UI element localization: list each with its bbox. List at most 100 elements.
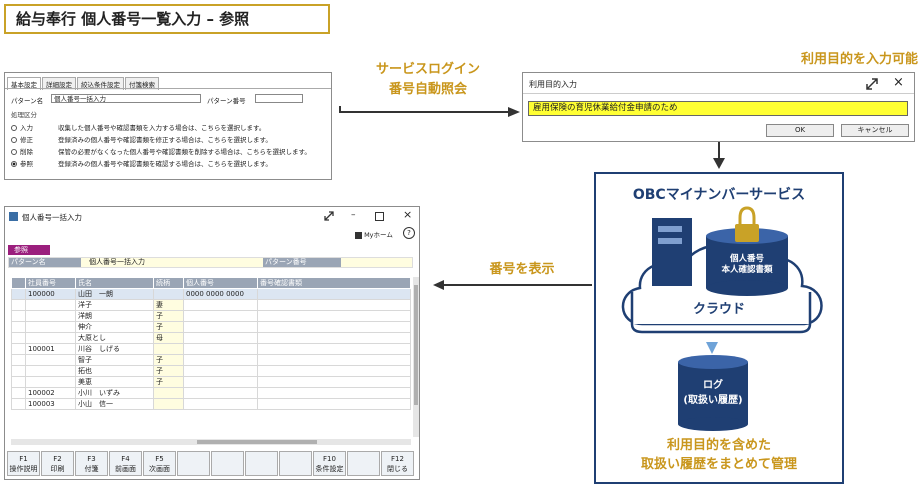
pattern-no-field[interactable] [255, 94, 303, 103]
minimize-icon[interactable]: – [351, 210, 356, 220]
tab-basic[interactable]: 基本設定 [7, 77, 41, 90]
table-row[interactable]: 洋朗子 [11, 310, 411, 322]
cell-emp[interactable] [25, 299, 76, 311]
cell-emp[interactable] [25, 365, 76, 377]
table-row[interactable]: 智子子 [11, 354, 411, 366]
option-input[interactable]: 入力収集した個人番号や確認書類を入力する場合は、こちらを選択します。 [11, 122, 265, 132]
row-marker[interactable] [11, 299, 26, 311]
row-marker[interactable] [11, 310, 26, 322]
option-delete[interactable]: 削除保管の必要がなくなった個人番号や確認書類を削除する場合は、こちらを選択します… [11, 146, 311, 156]
cell-name[interactable]: 伸介 [75, 321, 154, 333]
cell-doc[interactable] [257, 310, 411, 322]
col-number[interactable]: 個人番号 [183, 277, 258, 289]
cell-doc[interactable] [257, 354, 411, 366]
row-marker[interactable] [11, 398, 26, 410]
row-marker[interactable] [11, 343, 26, 355]
cell-doc[interactable] [257, 398, 411, 410]
cell-rel[interactable] [153, 387, 184, 399]
cell-doc[interactable] [257, 376, 411, 388]
table-row[interactable]: 伸介子 [11, 321, 411, 333]
table-row[interactable]: 大原とし母 [11, 332, 411, 344]
cell-doc[interactable] [257, 343, 411, 355]
cell-number[interactable] [183, 398, 258, 410]
cell-rel[interactable]: 母 [153, 332, 184, 344]
cell-rel[interactable]: 子 [153, 354, 184, 366]
cell-emp[interactable] [25, 332, 76, 344]
vertical-scrollbar[interactable] [413, 277, 419, 437]
row-marker[interactable] [11, 332, 26, 344]
pattern-name-field[interactable]: 個人番号一括入力 [51, 94, 201, 103]
fkey-button-6[interactable] [177, 451, 210, 476]
maximize-icon[interactable] [375, 212, 384, 221]
cell-number[interactable] [183, 343, 258, 355]
col-emp[interactable]: 社員番号 [25, 277, 76, 289]
purpose-input[interactable]: 雇用保険の育児休業給付金申請のため [528, 101, 908, 116]
cell-rel[interactable]: 子 [153, 310, 184, 322]
row-marker[interactable] [11, 365, 26, 377]
horizontal-scrollbar[interactable] [11, 439, 411, 445]
cell-number[interactable] [183, 354, 258, 366]
expand-icon[interactable] [865, 77, 879, 91]
cell-doc[interactable] [257, 332, 411, 344]
myhome-button[interactable]: Myホーム [355, 229, 393, 239]
scrollbar-thumb[interactable] [197, 440, 317, 444]
close-icon[interactable]: × [893, 75, 904, 90]
row-marker[interactable] [11, 288, 26, 300]
fkey-button-7[interactable] [211, 451, 244, 476]
cell-doc[interactable] [257, 387, 411, 399]
cell-rel[interactable] [153, 398, 184, 410]
cell-doc[interactable] [257, 321, 411, 333]
option-edit[interactable]: 修正登録済みの個人番号や確認書類を修正する場合は、こちらを選択します。 [11, 134, 272, 144]
scrollbar-thumb[interactable] [414, 285, 418, 405]
cell-emp[interactable] [25, 310, 76, 322]
cell-number[interactable] [183, 376, 258, 388]
radio-selected-icon[interactable] [11, 161, 17, 167]
ok-button[interactable]: OK [766, 124, 834, 137]
cell-emp[interactable]: 100001 [25, 343, 76, 355]
col-rel[interactable]: 続柄 [153, 277, 184, 289]
cell-emp[interactable]: 100003 [25, 398, 76, 410]
cell-number[interactable] [183, 332, 258, 344]
cell-number[interactable] [183, 310, 258, 322]
cell-doc[interactable] [257, 365, 411, 377]
cell-rel[interactable]: 子 [153, 365, 184, 377]
cell-name[interactable]: 大原とし [75, 332, 154, 344]
cell-name[interactable]: 洋子 [75, 299, 154, 311]
tab-filter[interactable]: 絞込条件設定 [77, 77, 124, 90]
cell-doc[interactable] [257, 299, 411, 311]
radio-icon[interactable] [11, 149, 17, 155]
cell-emp[interactable]: 100002 [25, 387, 76, 399]
col-doc[interactable]: 番号確認書類 [257, 277, 411, 289]
cell-name[interactable]: 洋朗 [75, 310, 154, 322]
cell-emp[interactable] [25, 376, 76, 388]
close-icon[interactable]: × [403, 208, 413, 221]
row-marker[interactable] [11, 354, 26, 366]
cell-rel[interactable]: 子 [153, 376, 184, 388]
cell-number[interactable] [183, 299, 258, 311]
cell-emp[interactable] [25, 321, 76, 333]
fkey-button-11[interactable] [347, 451, 380, 476]
radio-icon[interactable] [11, 125, 17, 131]
col-name[interactable]: 氏名 [75, 277, 154, 289]
radio-icon[interactable] [11, 137, 17, 143]
tab-detail[interactable]: 詳細設定 [42, 77, 76, 90]
row-marker[interactable] [11, 376, 26, 388]
cell-doc[interactable] [257, 288, 411, 300]
cell-emp[interactable] [25, 354, 76, 366]
cell-name[interactable]: 小山 信一 [75, 398, 154, 410]
cell-name[interactable]: 山田 一朗 [75, 288, 154, 300]
tab-sticky[interactable]: 付箋検索 [125, 77, 159, 90]
table-row[interactable]: 拓也子 [11, 365, 411, 377]
cell-rel[interactable] [153, 288, 184, 300]
cell-name[interactable]: 小川 いずみ [75, 387, 154, 399]
row-marker[interactable] [11, 387, 26, 399]
cell-rel[interactable]: 子 [153, 321, 184, 333]
